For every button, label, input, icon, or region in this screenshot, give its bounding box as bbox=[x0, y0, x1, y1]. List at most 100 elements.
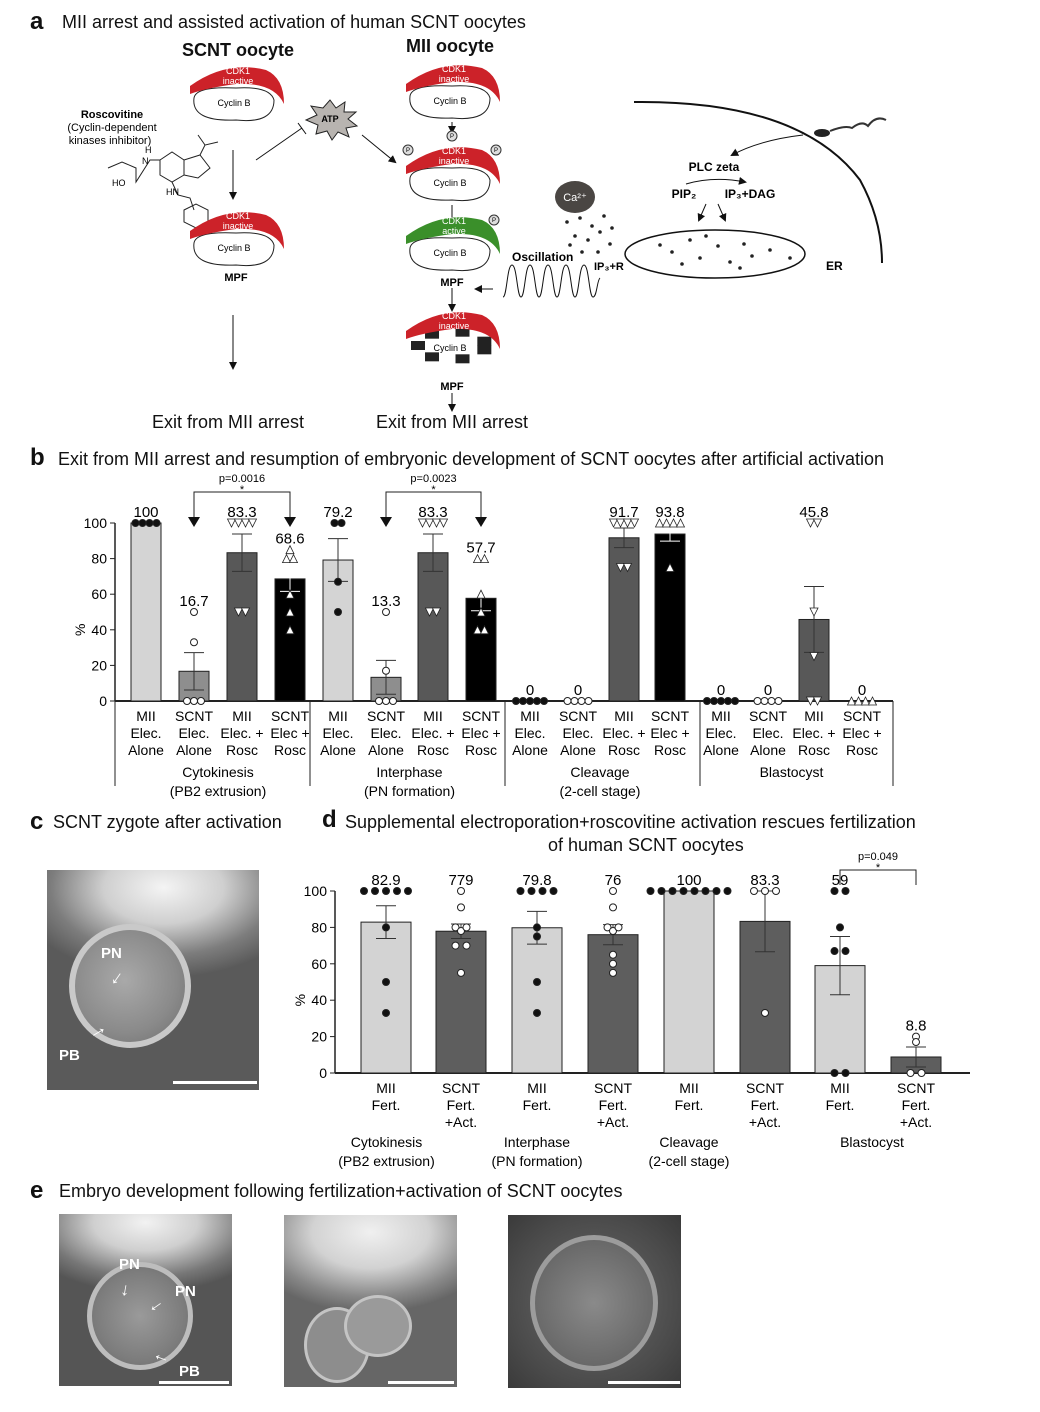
data-point bbox=[774, 697, 783, 705]
category-label: Alone bbox=[128, 742, 164, 758]
category-label: SCNT bbox=[559, 708, 598, 724]
phosphate-icon bbox=[446, 130, 458, 142]
oscillation-wave bbox=[502, 264, 601, 298]
ip3r-label: IP₃+R bbox=[594, 261, 624, 273]
phosphate-icon bbox=[490, 144, 502, 156]
data-point bbox=[451, 941, 460, 950]
category-label: Fert. bbox=[826, 1097, 855, 1113]
cyclin-b-shape bbox=[193, 232, 275, 267]
cdk1-shape bbox=[406, 312, 500, 349]
significance-bracket bbox=[385, 491, 482, 517]
category-label: MII bbox=[711, 708, 730, 724]
data-point bbox=[382, 697, 390, 705]
category-label: +Act. bbox=[597, 1114, 629, 1130]
significance-star: * bbox=[431, 484, 436, 496]
data-point bbox=[533, 978, 541, 986]
data-point bbox=[457, 887, 465, 895]
scale-bar bbox=[173, 1081, 257, 1084]
data-point bbox=[457, 927, 465, 936]
y-tick-label: 0 bbox=[319, 1065, 327, 1081]
group-sublabel: (PN formation) bbox=[364, 783, 455, 799]
value-label: 68.6 bbox=[275, 531, 304, 548]
cdk1-label: CDK1 bbox=[226, 211, 250, 221]
pn-annotation: PN bbox=[175, 1283, 196, 1300]
y-tick-label: 80 bbox=[91, 551, 107, 567]
calcium-dot bbox=[688, 238, 692, 242]
data-point bbox=[527, 887, 536, 895]
value-label: 100 bbox=[676, 872, 701, 889]
data-point bbox=[457, 903, 465, 912]
arrowhead-icon bbox=[284, 517, 296, 527]
calcium-dot bbox=[750, 254, 754, 258]
value-label: 100 bbox=[133, 504, 158, 521]
panel-b-title: Exit from MII arrest and resumption of e… bbox=[58, 449, 885, 469]
calcium-dot bbox=[565, 220, 569, 224]
data-point bbox=[830, 887, 839, 895]
category-label: Rosc bbox=[226, 742, 258, 758]
data-point bbox=[382, 608, 390, 616]
y-axis-label: % bbox=[292, 994, 308, 1006]
scnt-zygote-micrograph: PN → PB → bbox=[47, 870, 259, 1090]
data-point bbox=[723, 887, 732, 895]
cyclin-fragment bbox=[411, 341, 425, 350]
bar bbox=[274, 578, 306, 702]
cyclin-b-shape bbox=[409, 85, 491, 120]
data-point bbox=[679, 887, 688, 895]
bar bbox=[435, 930, 487, 1074]
data-point bbox=[853, 696, 864, 706]
data-point bbox=[451, 923, 460, 932]
data-point bbox=[516, 887, 525, 895]
category-label: Alone bbox=[368, 742, 404, 758]
data-point bbox=[809, 652, 819, 662]
cdk1-state-label: inactive bbox=[439, 74, 470, 84]
calcium-dot bbox=[670, 250, 674, 254]
phosphate-label: P bbox=[450, 134, 454, 140]
cdk1-label: CDK1 bbox=[442, 64, 466, 74]
arrowhead-icon bbox=[380, 517, 392, 527]
arrow bbox=[717, 203, 727, 222]
data-point bbox=[472, 553, 483, 563]
cdk1-state-label: inactive bbox=[223, 76, 254, 86]
panel-c-title: SCNT zygote after activation bbox=[53, 812, 282, 832]
category-label: SCNT bbox=[843, 708, 882, 724]
data-point bbox=[603, 923, 612, 932]
data-point bbox=[657, 887, 666, 895]
category-label: MII bbox=[328, 708, 347, 724]
group-sublabel: (PB2 extrusion) bbox=[338, 1153, 434, 1169]
data-point bbox=[424, 518, 435, 528]
data-point bbox=[609, 887, 617, 895]
y-tick-label: 40 bbox=[311, 992, 327, 1008]
category-label: Rosc bbox=[798, 742, 830, 758]
cyclin-fragment bbox=[477, 345, 492, 355]
phosphate-icon bbox=[488, 214, 500, 226]
category-label: MII bbox=[423, 708, 442, 724]
category-label: Fert. bbox=[751, 1097, 780, 1113]
category-label: Rosc bbox=[654, 742, 686, 758]
data-point bbox=[371, 887, 379, 895]
category-label: SCNT bbox=[175, 708, 214, 724]
group-label: Cleavage bbox=[570, 764, 629, 780]
arrow bbox=[361, 134, 397, 164]
category-label: +Act. bbox=[445, 1114, 477, 1130]
data-point bbox=[846, 696, 857, 706]
calcium-dot bbox=[610, 226, 614, 230]
data-point bbox=[609, 950, 617, 959]
data-point bbox=[805, 518, 816, 528]
data-point bbox=[761, 887, 769, 895]
calcium-dot bbox=[704, 234, 708, 238]
data-point bbox=[190, 638, 198, 647]
two-cell-embryo-micrograph bbox=[284, 1215, 457, 1387]
calcium-dot bbox=[573, 234, 577, 238]
calcium-dot bbox=[580, 250, 584, 254]
bar bbox=[130, 522, 162, 702]
category-label: MII bbox=[520, 708, 539, 724]
oocyte-membrane bbox=[633, 100, 883, 264]
calcium-dot bbox=[788, 256, 792, 260]
data-point bbox=[247, 518, 258, 528]
calcium-dot bbox=[738, 266, 742, 270]
cdk1-shape bbox=[190, 67, 284, 104]
cyclin-b-shape bbox=[409, 237, 491, 272]
